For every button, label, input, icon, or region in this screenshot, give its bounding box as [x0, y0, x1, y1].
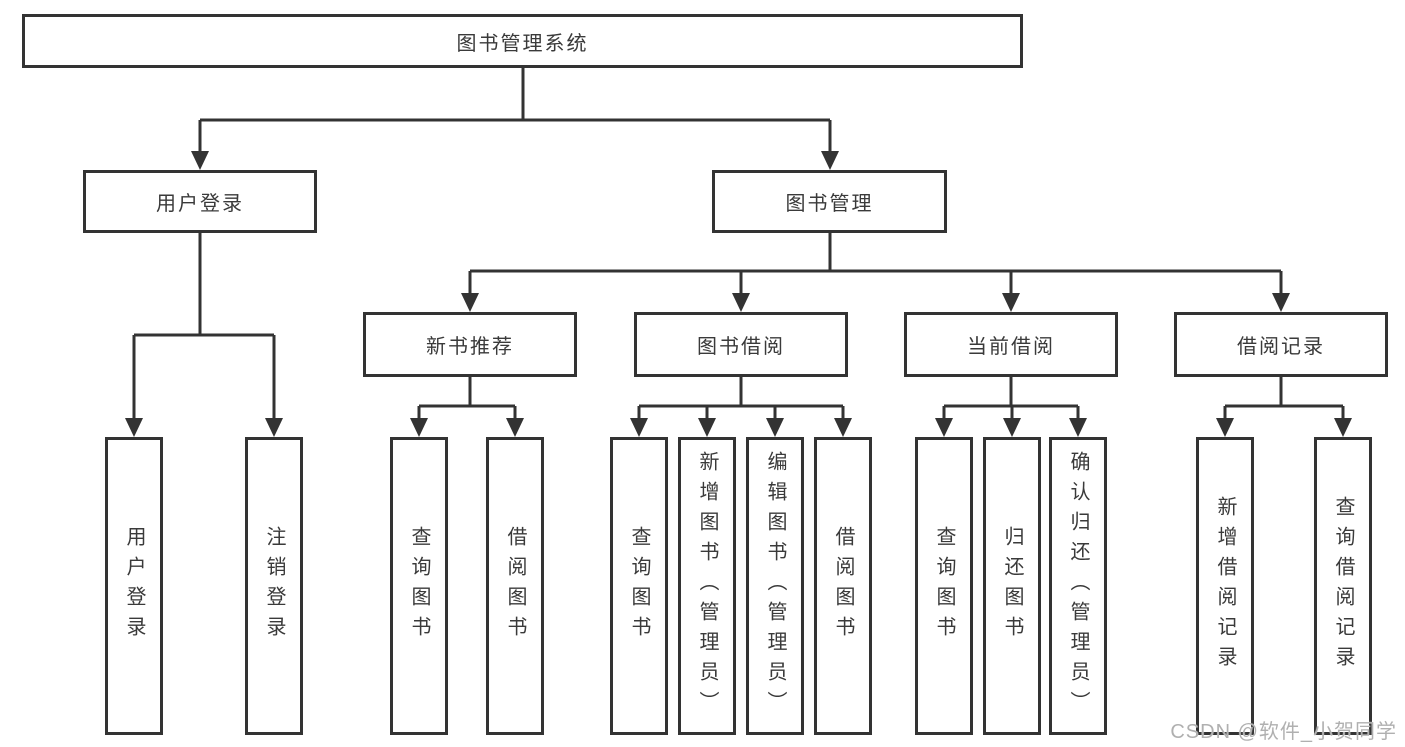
- leaf-logout: 注销登录: [245, 437, 303, 735]
- node-label: 借阅图书: [504, 526, 526, 646]
- node-user-login: 用户登录: [83, 170, 317, 233]
- node-label: 编辑图书（管理员）: [764, 451, 786, 721]
- leaf-add-borrow-record: 新增借阅记录: [1196, 437, 1254, 735]
- leaf-borrow-books: 借阅图书: [814, 437, 872, 735]
- node-new-book-recommendation: 新书推荐: [363, 312, 577, 377]
- node-label: 新书推荐: [426, 336, 514, 358]
- node-current-borrowing: 当前借阅: [904, 312, 1118, 377]
- node-label: 借阅记录: [1237, 336, 1325, 358]
- node-label: 查询图书: [408, 526, 430, 646]
- node-label: 图书借阅: [697, 336, 785, 358]
- node-label: 用户登录: [123, 526, 145, 646]
- leaf-query-books-recommend: 查询图书: [390, 437, 448, 735]
- node-label: 用户登录: [156, 193, 244, 215]
- leaf-return-books: 归还图书: [983, 437, 1041, 735]
- node-borrowing-records: 借阅记录: [1174, 312, 1388, 377]
- node-label: 查询借阅记录: [1332, 496, 1354, 676]
- node-label: 查询图书: [933, 526, 955, 646]
- node-book-borrowing: 图书借阅: [634, 312, 848, 377]
- node-label: 新增图书（管理员）: [696, 451, 718, 721]
- leaf-query-borrow-record: 查询借阅记录: [1314, 437, 1372, 735]
- node-label: 图书管理: [785, 193, 874, 215]
- leaf-confirm-return-admin: 确认归还（管理员）: [1049, 437, 1107, 735]
- csdn-watermark: CSDN @软件_小贺同学: [1170, 721, 1397, 743]
- node-label: 查询图书: [628, 526, 650, 646]
- node-label: 当前借阅: [967, 336, 1055, 358]
- node-label: 借阅图书: [832, 526, 854, 646]
- leaf-edit-books-admin: 编辑图书（管理员）: [746, 437, 804, 735]
- node-label: 图书管理系统: [456, 32, 589, 55]
- leaf-query-books-borrowing: 查询图书: [610, 437, 668, 735]
- leaf-borrow-books-recommend: 借阅图书: [486, 437, 544, 735]
- leaf-query-books-current: 查询图书: [915, 437, 973, 735]
- node-label: 确认归还（管理员）: [1067, 451, 1089, 721]
- node-label: 新增借阅记录: [1214, 496, 1236, 676]
- leaf-user-login: 用户登录: [105, 437, 163, 735]
- node-label: 归还图书: [1001, 526, 1023, 646]
- leaf-add-books-admin: 新增图书（管理员）: [678, 437, 736, 735]
- node-book-management: 图书管理: [712, 170, 947, 233]
- node-library-management-system: 图书管理系统: [22, 14, 1023, 68]
- node-label: 注销登录: [263, 526, 285, 646]
